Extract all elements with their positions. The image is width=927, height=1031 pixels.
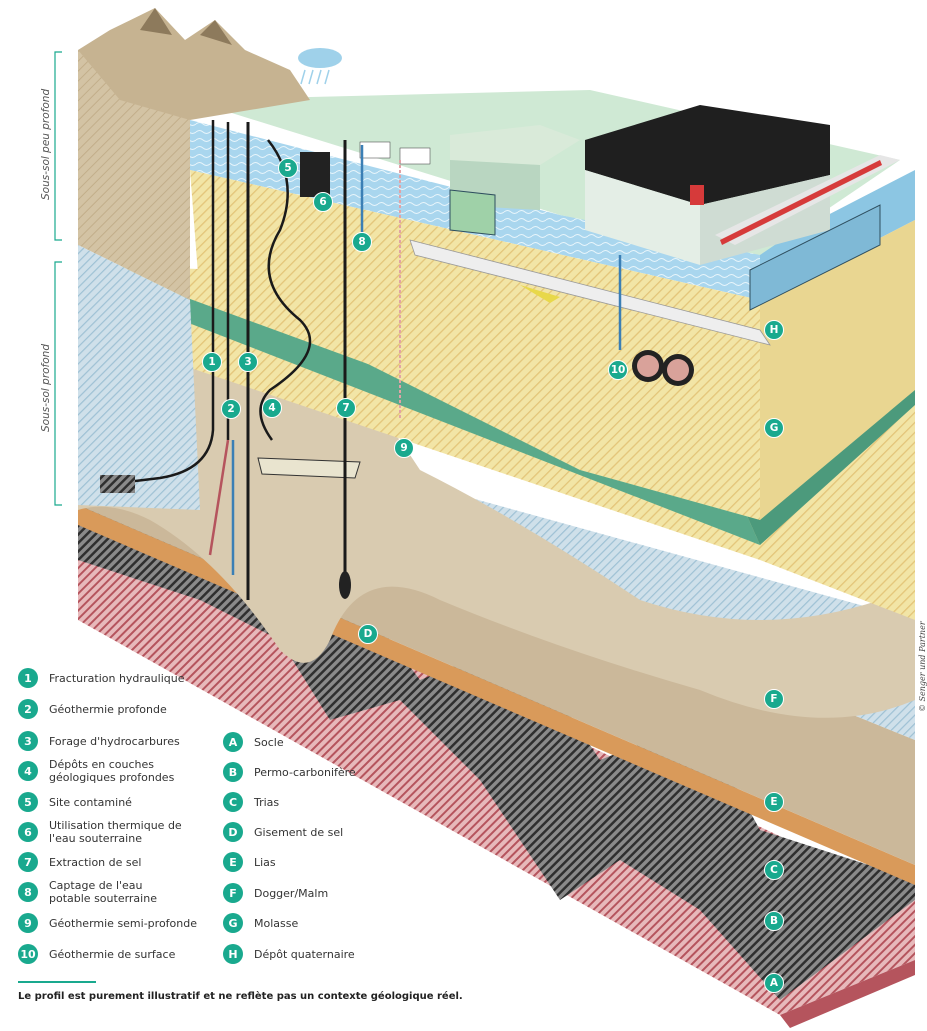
legend-item-layer-e: E Lias [223, 852, 276, 872]
legend-label: Forage d'hydrocarbures [49, 734, 180, 748]
legend-label: Permo-carbonifère [254, 765, 356, 779]
borehole-fracturing [100, 120, 215, 493]
legend-item-use-4: 4 Dépôts en couches géologiques profonde… [18, 758, 174, 784]
legend-item-use-6: 6 Utilisation thermique de l'eau souterr… [18, 819, 182, 845]
marker-layer-h: H [764, 320, 784, 340]
legend-badge: H [223, 944, 243, 964]
legend-item-use-7: 7 Extraction de sel [18, 852, 141, 872]
legend-item-layer-h: H Dépôt quaternaire [223, 944, 355, 964]
left-shallow-block [78, 50, 200, 510]
legend-item-use-5: 5 Site contaminé [18, 792, 132, 812]
marker-layer-d: D [358, 624, 378, 644]
marker-layer-f: F [764, 689, 784, 709]
legend-label: Captage de l'eau potable souterraine [49, 879, 157, 905]
footer-note: Le profil est purement illustratif et ne… [18, 991, 463, 1002]
depth-bracket-deep [54, 261, 62, 506]
copyright: © Senger und Partner [918, 621, 927, 712]
legend-badge: 9 [18, 913, 38, 933]
footer-divider [18, 981, 96, 983]
legend: 1 Fracturation hydraulique 2 Géothermie … [18, 668, 538, 968]
marker-use-2: 2 [221, 399, 241, 419]
legend-item-use-10: 10 Géothermie de surface [18, 944, 175, 964]
legend-item-use-3: 3 Forage d'hydrocarbures [18, 731, 180, 751]
legend-label: Lias [254, 855, 276, 869]
legend-label: Dépôt quaternaire [254, 947, 355, 961]
label-shallow-subsoil: Sous-sol peu profond [40, 88, 52, 200]
legend-item-layer-b: B Permo-carbonifère [223, 762, 356, 782]
tunnel [409, 239, 771, 346]
train [715, 155, 900, 245]
underground-parking [449, 189, 881, 311]
legend-item-layer-c: C Trias [223, 792, 279, 812]
cloud [298, 48, 342, 85]
legend-badge: D [223, 822, 243, 842]
legend-label: Utilisation thermique de l'eau souterrai… [49, 819, 182, 845]
legend-badge: 7 [18, 852, 38, 872]
legend-label: Extraction de sel [49, 855, 142, 869]
legend-badge: 8 [18, 882, 38, 902]
legend-label: Dogger/Malm [254, 886, 329, 900]
legend-item-use-8: 8 Captage de l'eau potable souterraine [18, 879, 157, 905]
legend-item-use-1: 1 Fracturation hydraulique [18, 668, 185, 688]
borehole-repository [257, 139, 361, 479]
legend-label: Trias [254, 795, 280, 809]
legend-badge: C [223, 792, 243, 812]
marker-use-6: 6 [313, 192, 333, 212]
upper-molasse-front [190, 170, 915, 520]
marker-layer-g: G [764, 418, 784, 438]
legend-badge: 3 [18, 731, 38, 751]
legend-badge: F [223, 883, 243, 903]
legend-item-layer-g: G Molasse [223, 913, 298, 933]
legend-badge: 2 [18, 699, 38, 719]
legend-item-layer-a: A Socle [223, 732, 284, 752]
marker-use-10: 10 [608, 360, 628, 380]
legend-badge: B [223, 762, 243, 782]
borehole-deep-geothermal [208, 122, 235, 575]
legend-label: Site contaminé [49, 795, 132, 809]
legend-badge: G [223, 913, 243, 933]
legend-item-use-2: 2 Géothermie profonde [18, 699, 167, 719]
marker-use-9: 9 [394, 438, 414, 458]
legend-label: Dépôts en couches géologiques profondes [49, 758, 175, 784]
marker-layer-a: A [764, 973, 784, 993]
legend-badge: 10 [18, 944, 38, 964]
marker-use-8: 8 [352, 232, 372, 252]
legend-label: Géothermie profonde [49, 702, 167, 716]
legend-item-use-9: 9 Géothermie semi-profonde [18, 913, 197, 933]
legend-label: Géothermie de surface [49, 947, 176, 961]
marker-use-4: 4 [262, 398, 282, 418]
borehole-surface-geothermal [618, 255, 694, 386]
buildings [300, 105, 830, 265]
legend-badge: 4 [18, 761, 38, 781]
mountains [78, 8, 310, 120]
borehole-salt [339, 140, 351, 599]
legend-label: Géothermie semi-profonde [49, 916, 197, 930]
marker-use-7: 7 [336, 398, 356, 418]
legend-label: Gisement de sel [254, 825, 344, 839]
legend-badge: 6 [18, 822, 38, 842]
marker-use-3: 3 [238, 352, 258, 372]
marker-layer-b: B [764, 911, 784, 931]
depth-bracket-shallow [54, 51, 62, 241]
legend-item-layer-d: D Gisement de sel [223, 822, 343, 842]
marker-layer-e: E [764, 792, 784, 812]
legend-label: Molasse [254, 916, 299, 930]
legend-item-layer-f: F Dogger/Malm [223, 883, 328, 903]
legend-label: Fracturation hydraulique [49, 671, 185, 685]
legend-badge: 1 [18, 668, 38, 688]
label-deep-subsoil: Sous-sol profond [40, 344, 52, 432]
layer-salt-deposit [78, 300, 915, 718]
legend-badge: A [223, 732, 243, 752]
marker-layer-c: C [764, 860, 784, 880]
legend-badge: E [223, 852, 243, 872]
marker-use-1: 1 [202, 352, 222, 372]
legend-label: Socle [254, 735, 284, 749]
marker-use-5: 5 [278, 158, 298, 178]
legend-badge: 5 [18, 792, 38, 812]
